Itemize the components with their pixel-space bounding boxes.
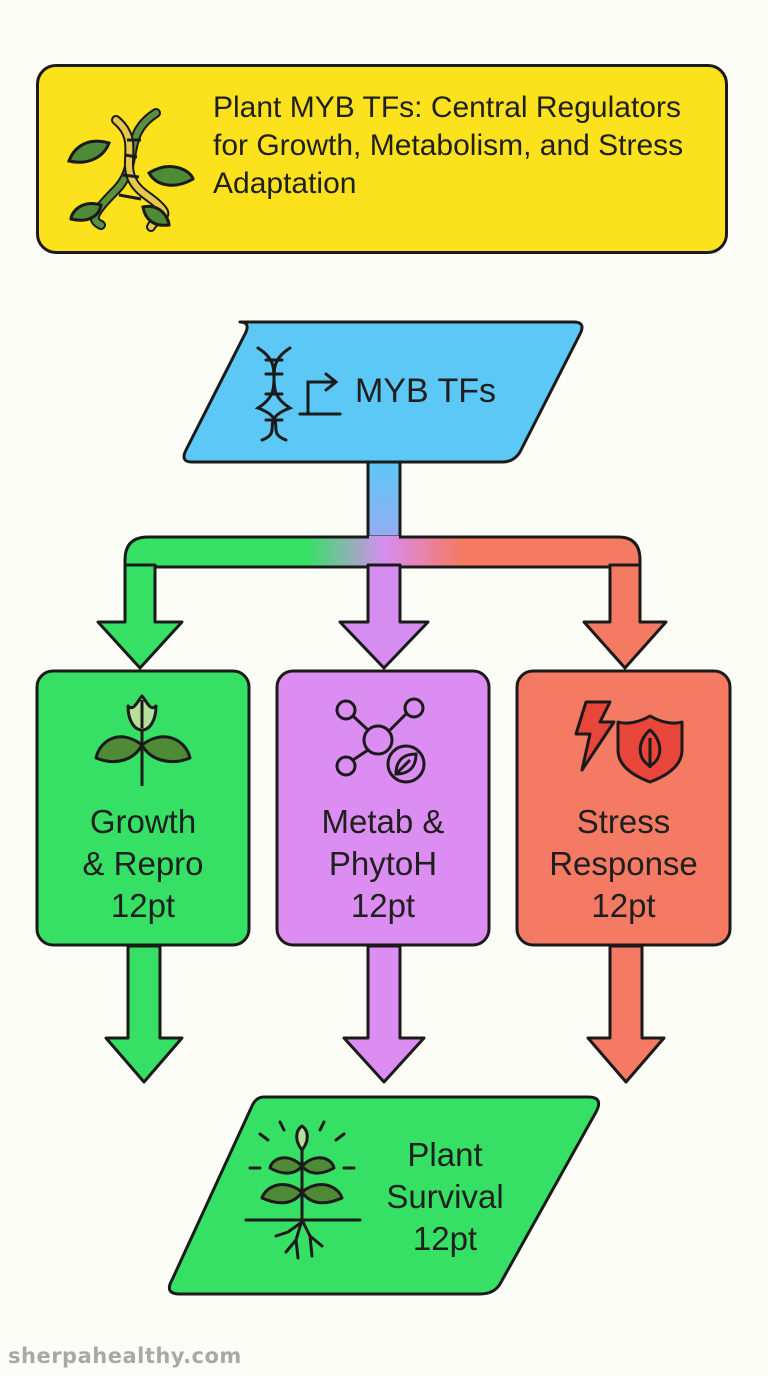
title-box: Plant MYB TFs: Central Regulators for Gr…	[36, 64, 728, 254]
growth-label-line2: & Repro	[82, 845, 204, 882]
survival-label-line1: Plant	[407, 1136, 483, 1173]
arrow-to-growth	[96, 563, 184, 670]
rooted-plant-icon	[244, 1120, 362, 1260]
metab-label-line3: 12pt	[350, 887, 416, 924]
survival-label-line3: 12pt	[412, 1220, 478, 1257]
molecule-leaf-icon	[335, 697, 426, 784]
growth-label-line3: 12pt	[110, 887, 176, 924]
arrow-metab-to-survival	[342, 944, 426, 1084]
myb-node	[182, 320, 584, 464]
myb-node-label: MYB TFs	[355, 372, 497, 410]
stress-label-line3: 12pt	[591, 887, 656, 924]
stress-label-line2: Response	[549, 845, 698, 882]
survival-label-line2: Survival	[386, 1178, 504, 1215]
stress-box-label: Stress Response 12pt	[520, 801, 727, 927]
sprout-flower-icon	[94, 694, 192, 786]
survival-node-label: Plant Survival 12pt	[370, 1134, 520, 1260]
survival-node	[167, 1095, 601, 1296]
metab-label-line2: PhytoH	[328, 845, 438, 882]
metab-label-line1: Metab &	[321, 803, 445, 840]
growth-box-label: Growth & Repro 12pt	[40, 801, 246, 927]
dna-leaf-icon	[67, 108, 195, 232]
footer-watermark: sherpahealthy.com	[8, 1344, 242, 1368]
diagram-title: Plant MYB TFs: Central Regulators for Gr…	[213, 91, 684, 200]
arrow-growth-to-survival	[104, 944, 184, 1084]
growth-label-line1: Growth	[89, 803, 197, 840]
arrow-to-metab	[338, 563, 430, 670]
arrow-stress-to-survival	[586, 944, 666, 1084]
metab-box-label: Metab & PhytoH 12pt	[280, 801, 486, 927]
arrow-to-stress	[582, 563, 668, 670]
lightning-shield-icon	[574, 700, 684, 784]
stress-label-line1: Stress	[576, 803, 671, 840]
dna-transcription-icon	[254, 346, 342, 442]
trunk-connector	[366, 458, 402, 542]
